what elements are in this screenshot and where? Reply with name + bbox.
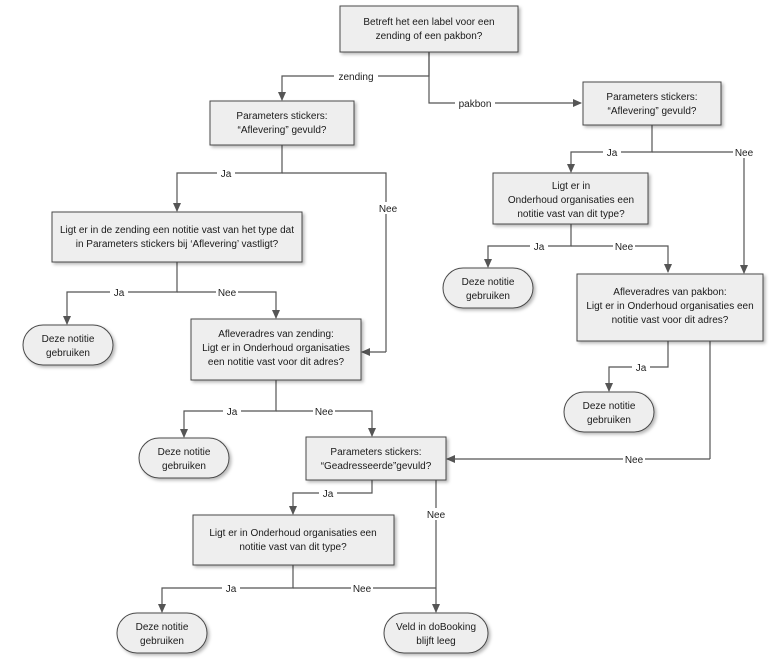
edge-label-ja: Ja <box>221 169 232 180</box>
svg-text:Deze notitie: Deze notitie <box>462 277 515 288</box>
edge-labels: zending pakbon Ja Nee Ja Nee Ja Nee Ja N… <box>110 70 755 595</box>
svg-text:gebruiken: gebruiken <box>162 461 206 472</box>
edge-label-ja: Ja <box>227 407 238 418</box>
edge-label-zending: zending <box>338 72 373 83</box>
svg-text:gebruiken: gebruiken <box>466 291 510 302</box>
svg-text:notitie vast van dit type?: notitie vast van dit type? <box>517 209 625 220</box>
edge-label-ja: Ja <box>534 242 545 253</box>
decision-start: Betreft het een label voor een zending o… <box>339 5 519 53</box>
terminal-zending-use-2: Deze notitie gebruiken <box>138 437 230 479</box>
svg-text:Ligt er in Onderhoud organisat: Ligt er in Onderhoud organisaties een <box>209 528 376 539</box>
edge-label-ja: Ja <box>114 288 125 299</box>
decision-geadresseerde-type: Ligt er in Onderhoud organisaties een no… <box>192 514 395 566</box>
decision-zending-notitie-type: Ligt er in de zending een notitie vast v… <box>51 211 303 263</box>
terminal-zending-use-1: Deze notitie gebruiken <box>22 324 114 366</box>
edge-ptype-ja <box>484 224 572 268</box>
decision-pakbon-aflevering: Parameters stickers: “Aflevering” gevuld… <box>582 81 722 126</box>
edge-start-pakbon <box>428 52 582 107</box>
svg-text:Parameters stickers:: Parameters stickers: <box>236 111 327 122</box>
edge-pparam-nee <box>652 151 748 274</box>
svg-text:“Aflevering” gevuld?: “Aflevering” gevuld? <box>238 125 327 136</box>
decision-pakbon-adres: Afleveradres van pakbon: Ligt er in Onde… <box>576 273 764 342</box>
edge-zparam-nee <box>282 172 387 352</box>
terminal-geadresseerde-use: Deze notitie gebruiken <box>116 612 208 654</box>
svg-text:Parameters stickers:: Parameters stickers: <box>330 447 421 458</box>
svg-text:Afleveradres van pakbon:: Afleveradres van pakbon: <box>613 287 726 298</box>
svg-text:gebruiken: gebruiken <box>46 348 90 359</box>
decision-zending-adres: Afleveradres van zending: Ligt er in Ond… <box>190 318 362 381</box>
svg-text:“Geadresseerde”gevuld?: “Geadresseerde”gevuld? <box>321 461 432 472</box>
decision-pakbon-type: Ligt er in Onderhoud organisaties een no… <box>492 172 649 225</box>
edge-label-nee: Nee <box>735 148 754 159</box>
svg-text:blijft leeg: blijft leeg <box>416 636 455 647</box>
svg-text:notitie vast voor dit adres?: notitie vast voor dit adres? <box>612 315 729 326</box>
svg-text:Deze notitie: Deze notitie <box>158 447 211 458</box>
edge-label-nee: Nee <box>379 204 398 215</box>
svg-text:Parameters stickers:: Parameters stickers: <box>606 92 697 103</box>
edge-label-pakbon: pakbon <box>459 99 492 110</box>
edge-zadres-nee <box>276 410 376 437</box>
terminal-pakbon-use-2: Deze notitie gebruiken <box>563 391 655 433</box>
svg-text:een notitie vast voor dit adre: een notitie vast voor dit adres? <box>208 357 345 368</box>
svg-text:notitie vast van dit type?: notitie vast van dit type? <box>239 542 347 553</box>
edge-label-nee: Nee <box>315 407 334 418</box>
svg-text:Deze notitie: Deze notitie <box>583 401 636 412</box>
svg-text:zending of een pakbon?: zending of een pakbon? <box>376 31 483 42</box>
svg-text:Ligt er in Onderhoud organisat: Ligt er in Onderhoud organisaties een <box>586 301 753 312</box>
edge-label-nee: Nee <box>427 510 446 521</box>
terminal-veld-leeg: Veld in doBooking blijft leeg <box>383 612 489 654</box>
edge-label-nee: Nee <box>353 584 372 595</box>
svg-text:Veld in doBooking: Veld in doBooking <box>396 622 476 633</box>
edge-label-ja: Ja <box>226 584 237 595</box>
svg-text:gebruiken: gebruiken <box>140 636 184 647</box>
edge-label-ja: Ja <box>323 489 334 500</box>
svg-text:in Parameters stickers bij ‘Af: in Parameters stickers bij ‘Aflevering’ … <box>76 239 279 250</box>
decision-geadresseerde: Parameters stickers: “Geadresseerde”gevu… <box>305 436 447 481</box>
edge-label-ja: Ja <box>607 148 618 159</box>
svg-text:“Aflevering” gevuld?: “Aflevering” gevuld? <box>608 106 697 117</box>
svg-text:Afleveradres van zending:: Afleveradres van zending: <box>218 329 334 340</box>
edge-label-nee: Nee <box>615 242 634 253</box>
svg-text:Ligt er in Onderhoud organisat: Ligt er in Onderhoud organisaties <box>202 343 350 354</box>
edge-label-ja: Ja <box>636 363 647 374</box>
decision-zending-aflevering: Parameters stickers: “Aflevering” gevuld… <box>209 100 355 146</box>
edge-label-nee: Nee <box>218 288 237 299</box>
edge-label-nee: Nee <box>625 455 644 466</box>
svg-text:Onderhoud organisaties een: Onderhoud organisaties een <box>508 195 634 206</box>
svg-text:Ligt er in: Ligt er in <box>552 181 590 192</box>
svg-text:Betreft het een label voor een: Betreft het een label voor een <box>363 17 494 28</box>
edge-znotitie-nee <box>177 291 280 319</box>
svg-text:gebruiken: gebruiken <box>587 415 631 426</box>
svg-text:Deze notitie: Deze notitie <box>42 334 95 345</box>
svg-text:Deze notitie: Deze notitie <box>136 622 189 633</box>
edge-ptype-nee <box>571 245 672 273</box>
terminal-pakbon-use-1: Deze notitie gebruiken <box>442 267 534 309</box>
svg-text:Ligt er in de zending een noti: Ligt er in de zending een notitie vast v… <box>60 225 294 236</box>
